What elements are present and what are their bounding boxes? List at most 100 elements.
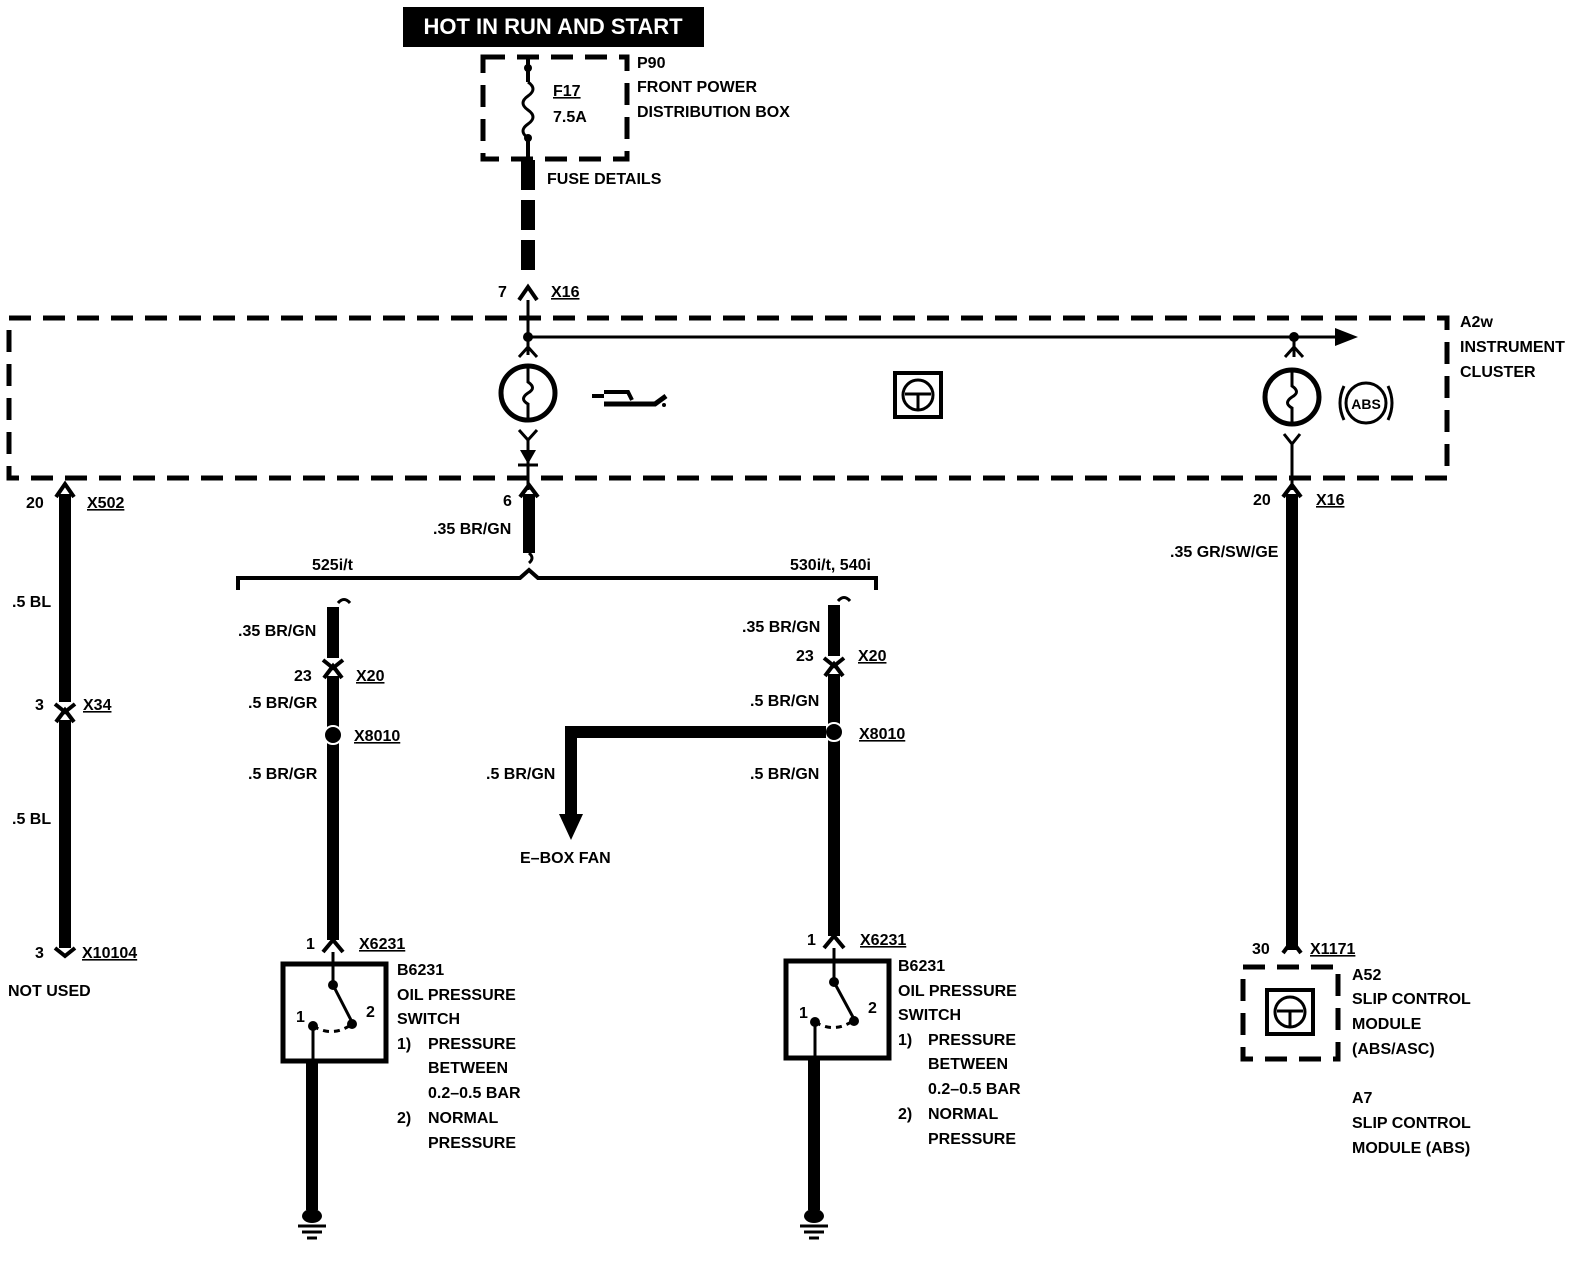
switch-right-note1-l1: PRESSURE	[928, 1032, 1016, 1049]
slip-control-module-box	[1240, 964, 1341, 1062]
module-id: A52	[1352, 967, 1381, 984]
p90-distribution-box	[480, 54, 630, 162]
pin6-label: 6	[503, 493, 512, 510]
x34-name: X34	[83, 697, 112, 714]
switch-left-note2-num: 2)	[397, 1110, 411, 1127]
instrument-cluster-box	[6, 315, 1450, 481]
switch-left-note1-l3: 0.2–0.5 BAR	[428, 1085, 521, 1102]
switch-left-wire-mid-label: .5 BR/GR	[248, 695, 318, 712]
switch-right-body	[783, 948, 892, 1061]
x502-name: X502	[87, 495, 124, 512]
x34-pin: 3	[35, 697, 44, 714]
switch-right-contact2: 2	[868, 1000, 877, 1017]
fuse-rating: 7.5A	[553, 109, 587, 126]
left-wire2-label: .5 BL	[12, 811, 51, 828]
banner-text: HOT IN RUN AND START	[423, 14, 683, 39]
not-used-label: NOT USED	[8, 983, 91, 1000]
switch-left-body	[280, 952, 389, 1064]
switch-left-contact1: 1	[296, 1009, 305, 1026]
switch-right-note2-l1: NORMAL	[928, 1106, 998, 1123]
switch-right-wire-low-label: .5 BR/GN	[750, 766, 819, 783]
x10104-pin: 3	[35, 945, 44, 962]
switch-left-title2: SWITCH	[397, 1011, 460, 1028]
arrow-icon	[1335, 328, 1358, 346]
cluster-id: A2w	[1460, 314, 1493, 331]
switch-right-x6231-connector	[822, 932, 846, 950]
switch-left-note1-l1: PRESSURE	[428, 1036, 516, 1053]
module-line2: MODULE	[1352, 1016, 1422, 1033]
x502-pin: 20	[26, 495, 44, 512]
switch-right-note1-l3: 0.2–0.5 BAR	[928, 1081, 1021, 1098]
switch-right-contact1: 1	[799, 1005, 808, 1022]
right-wire-label: .35 GR/SW/GE	[1170, 544, 1279, 561]
oil-can-icon	[592, 390, 668, 407]
switch-left-x6231-connector	[321, 936, 345, 954]
switch-right-x8010-splice	[824, 722, 844, 742]
ebox-wire-label: .5 BR/GN	[486, 766, 555, 783]
ground-icon	[298, 1209, 326, 1240]
x16-top-connector	[517, 283, 539, 302]
banner-box	[403, 7, 704, 47]
lamp-icon	[498, 344, 558, 490]
switch-left-note2-l1: NORMAL	[428, 1110, 498, 1127]
x16-bottom-name: X16	[1316, 492, 1345, 509]
x16-bottom-connector	[1281, 481, 1303, 499]
switch-left-contact2: 2	[366, 1004, 375, 1021]
abs-symbol-text: ABS	[1351, 396, 1381, 412]
x502-connector	[54, 480, 76, 499]
switch-left-wire-top-label: .35 BR/GN	[238, 623, 316, 640]
switch-left-note2-l2: PRESSURE	[428, 1135, 516, 1152]
left-wire1-label: .5 BL	[12, 594, 51, 611]
cluster-line1: INSTRUMENT	[1460, 339, 1565, 356]
ground-icon	[800, 1209, 828, 1240]
variant-left-label: 525i/t	[312, 557, 354, 574]
module-line3: (ABS/ASC)	[1352, 1041, 1435, 1058]
x34-connector-bot	[54, 706, 76, 724]
cluster-line2: CLUSTER	[1460, 364, 1536, 381]
abs-lamp-icon	[1262, 337, 1322, 490]
p90-line1: FRONT POWER	[637, 79, 757, 96]
switch-left-note1-num: 1)	[397, 1036, 411, 1053]
switch-right-title1: OIL PRESSURE	[898, 983, 1017, 1000]
arrow-icon	[559, 814, 583, 840]
center-wire-label: .35 BR/GN	[433, 521, 511, 538]
switch-right-x20-name: X20	[858, 648, 887, 665]
steering-wheel-icon	[893, 371, 943, 419]
ebox-wire	[565, 726, 826, 818]
variant-bracket	[236, 567, 878, 590]
p90-id: P90	[637, 55, 666, 72]
switch-left-id: B6231	[397, 962, 444, 979]
switch-right-wire-top-label: .35 BR/GN	[742, 619, 820, 636]
switch-left-x8010-name: X8010	[354, 728, 400, 745]
fuse-icon	[521, 55, 535, 160]
x1171-pin: 30	[1252, 941, 1270, 958]
switch-right-x6231-name: X6231	[860, 932, 906, 949]
alt-module-line2: MODULE (ABS)	[1352, 1140, 1470, 1157]
x16-top-name: X16	[551, 284, 580, 301]
switch-left-x20-name: X20	[356, 668, 385, 685]
switch-right-x6231-pin: 1	[807, 932, 816, 949]
switch-right-x20-pin: 23	[796, 648, 814, 665]
p90-line2: DISTRIBUTION BOX	[637, 104, 790, 121]
switch-right-note2-l2: PRESSURE	[928, 1131, 1016, 1148]
switch-left-wire-low-label: .5 BR/GR	[248, 766, 318, 783]
fuse-details-label: FUSE DETAILS	[547, 171, 662, 188]
steering-wheel-icon	[1265, 988, 1315, 1036]
switch-left-x8010-splice	[323, 725, 343, 745]
switch-right-x8010-name: X8010	[859, 726, 905, 743]
x10104-name: X10104	[82, 945, 137, 962]
switch-right-note1-num: 1)	[898, 1032, 912, 1049]
x16-top-pin: 7	[498, 284, 507, 301]
module-line1: SLIP CONTROL	[1352, 991, 1471, 1008]
switch-left-x6231-pin: 1	[306, 936, 315, 953]
x16-bottom-pin: 20	[1253, 492, 1271, 509]
switch-right-wire-mid-label: .5 BR/GN	[750, 693, 819, 710]
x10104-connector	[53, 946, 77, 959]
switch-left-x20-pin: 23	[294, 668, 312, 685]
ebox-label: E–BOX FAN	[520, 850, 611, 867]
alt-module-line1: SLIP CONTROL	[1352, 1115, 1471, 1132]
pin6-connector	[518, 481, 540, 499]
fuse-id: F17	[553, 83, 581, 100]
switch-left-x6231-name: X6231	[359, 936, 405, 953]
switch-right-note2-num: 2)	[898, 1106, 912, 1123]
